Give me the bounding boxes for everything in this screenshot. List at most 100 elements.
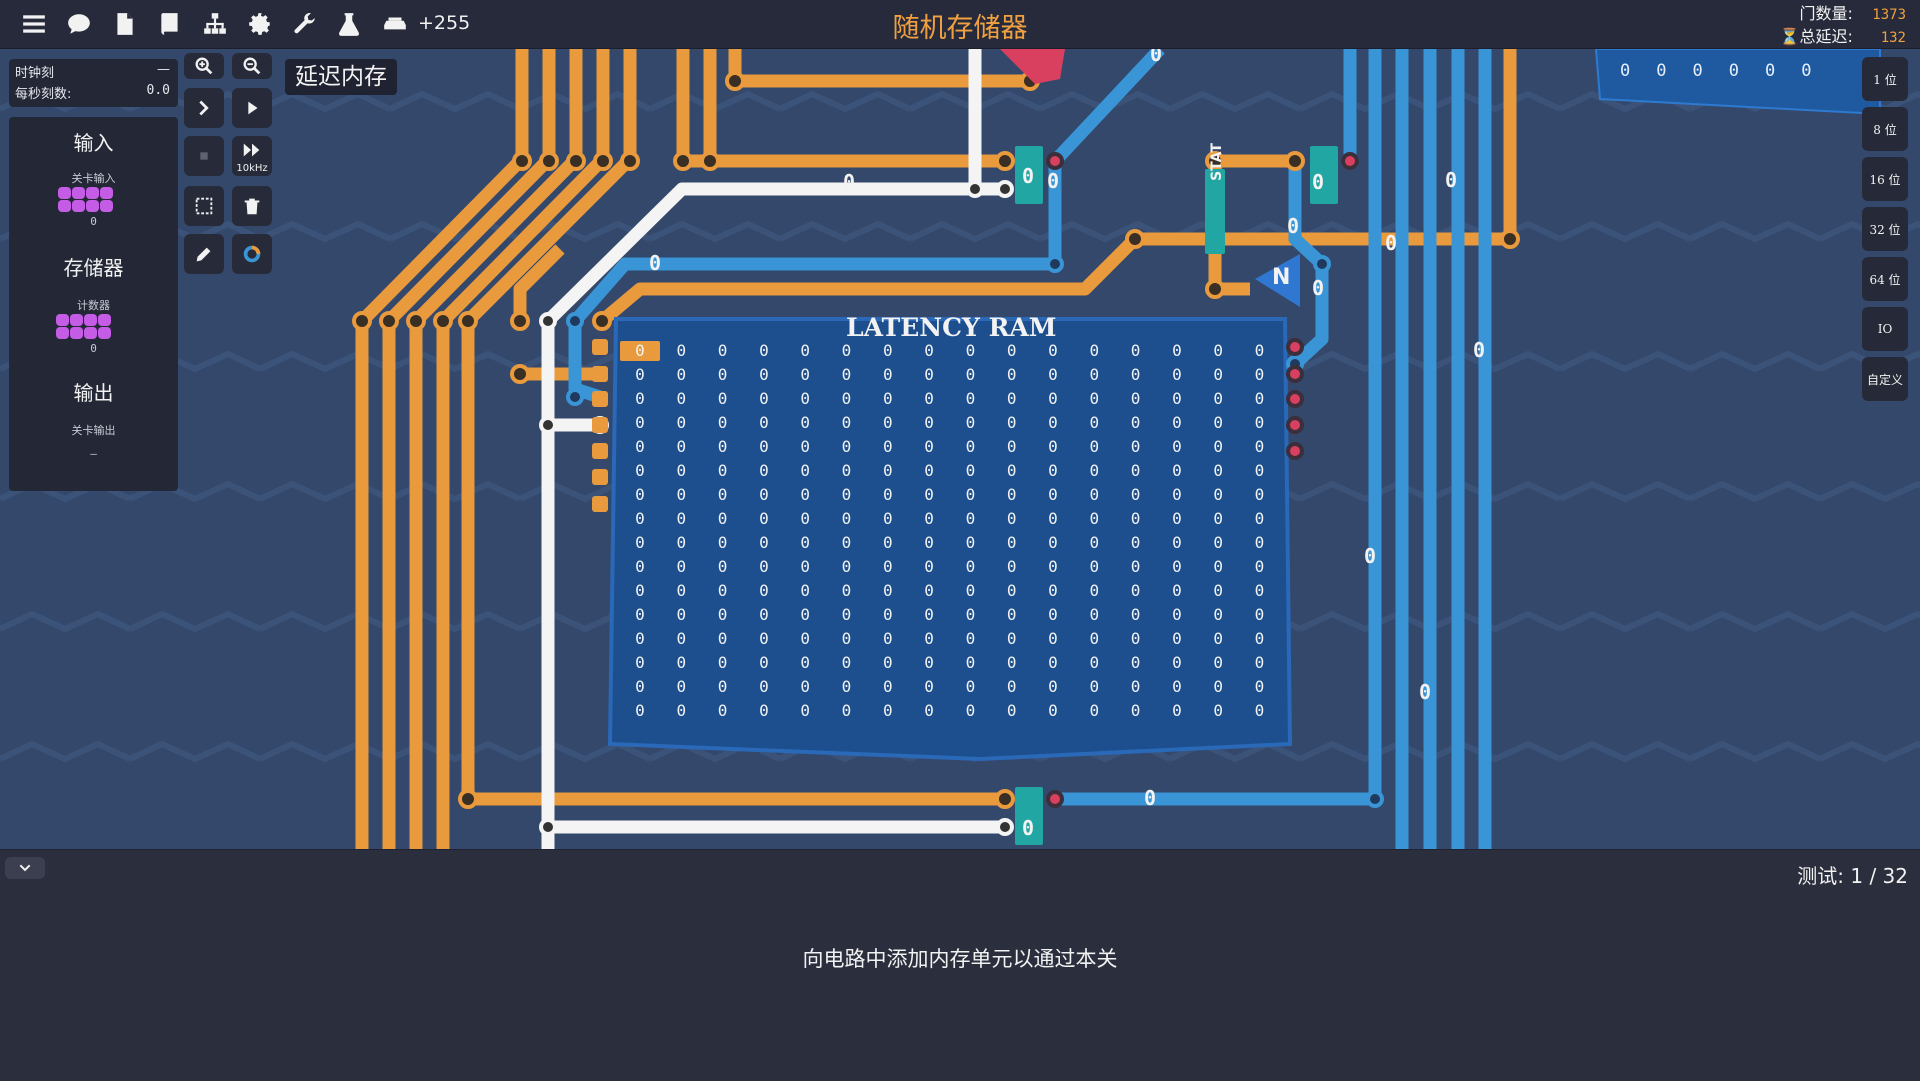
ram-cell: 0	[882, 677, 893, 696]
counter-chip[interactable]	[56, 314, 111, 339]
wire-junction	[539, 151, 559, 171]
ram-cell: 0	[676, 341, 687, 360]
wire-junction	[620, 151, 640, 171]
bit-width-button[interactable]: 自定义	[1862, 357, 1908, 401]
speed-label: 10kHz	[236, 163, 268, 174]
document-icon[interactable]	[108, 7, 142, 41]
bit-width-button[interactable]: 8 位	[1862, 107, 1908, 151]
wire-junction	[1286, 416, 1304, 434]
bit-width-button[interactable]: 1 位	[1862, 57, 1908, 101]
latency-ram-body[interactable]	[607, 317, 1293, 762]
wire-junction	[566, 312, 584, 330]
bit-width-button[interactable]: 32 位	[1862, 207, 1908, 251]
flask-icon[interactable]	[332, 7, 366, 41]
chat-icon[interactable]	[62, 7, 96, 41]
ram-cell: 0	[1130, 485, 1141, 504]
ram-cell: 0	[1048, 341, 1058, 360]
bit-width-button[interactable]: IO	[1862, 307, 1908, 351]
wire-junction	[995, 151, 1015, 171]
color-button[interactable]	[232, 234, 272, 274]
wire-junction	[1286, 365, 1304, 383]
ram-cell: 0	[965, 509, 976, 528]
ram-cell: 0	[841, 389, 852, 408]
ram-cell: 0	[1089, 509, 1100, 528]
ram-cell: 0	[759, 605, 769, 624]
scrap-icon[interactable]	[378, 7, 412, 41]
fast-forward-button[interactable]: 10kHz	[232, 136, 272, 176]
gate-components[interactable]	[1000, 49, 1338, 845]
ram-cell: 0	[1130, 557, 1141, 576]
ram-cell: 0	[841, 461, 852, 480]
wire-junction	[539, 818, 557, 836]
wire-junction	[1205, 279, 1225, 299]
ram-cell: 0	[965, 365, 976, 384]
ram-cell: 0	[882, 413, 893, 432]
ram-cell: 0	[1254, 389, 1265, 408]
pencil-icon	[196, 247, 211, 262]
bit-width-button[interactable]: 16 位	[1862, 157, 1908, 201]
ram-cell: 0	[635, 701, 645, 720]
book-icon[interactable]	[153, 7, 187, 41]
ram-cell: 0	[1213, 365, 1223, 384]
ram-cell: 0	[1048, 557, 1058, 576]
ram-cell: 0	[1048, 437, 1058, 456]
ram-cell: 0	[841, 341, 852, 360]
not-gate-label: N	[1272, 265, 1291, 290]
wire-junction	[539, 416, 557, 434]
zoom-out-button[interactable]	[232, 53, 272, 79]
wire-junction	[1046, 255, 1064, 273]
ram-cell: 0	[924, 653, 934, 672]
ram-cell: 0	[1130, 389, 1141, 408]
ram-cell: 0	[1254, 581, 1265, 600]
ram-cell: 0	[841, 413, 852, 432]
wire-junction	[510, 364, 530, 384]
wire-junction	[1500, 229, 1520, 249]
collapse-button[interactable]	[5, 857, 45, 879]
ram-cell: 0	[635, 461, 645, 480]
ram-cell: 0	[800, 629, 810, 648]
hierarchy-icon[interactable]	[198, 7, 232, 41]
zoom-in-button[interactable]	[184, 53, 224, 79]
ram-cell: 0	[1172, 509, 1182, 528]
ram-cell: 0	[1089, 629, 1100, 648]
stat-gate-label: STAT	[1209, 143, 1225, 181]
ram-cell: 0	[1048, 605, 1058, 624]
ram-input-pin	[592, 391, 608, 407]
circuit-board[interactable]: 0000000000000000STATN LATENCY RAM 000000…	[0, 49, 1920, 849]
wire-junction	[1286, 390, 1304, 408]
menu-icon[interactable]	[17, 7, 51, 41]
pencil-button[interactable]	[184, 234, 224, 274]
ram-cell: 0	[924, 677, 934, 696]
wire-value-label: 0	[1287, 214, 1300, 238]
wire-value-label: 0	[1047, 169, 1060, 193]
level-input-chip[interactable]	[58, 187, 113, 212]
ram-cell: 0	[841, 701, 852, 720]
ram-cell: 0	[1130, 677, 1141, 696]
stop-button[interactable]	[184, 136, 224, 176]
level-input-count: 0	[90, 215, 97, 228]
ram-cell: 0	[924, 413, 934, 432]
ram-cell: 0	[1048, 485, 1058, 504]
step-button[interactable]	[184, 88, 224, 128]
ram-cell: 0	[717, 677, 728, 696]
ram-cell: 0	[759, 677, 769, 696]
gear-icon[interactable]	[243, 7, 277, 41]
wrench-icon[interactable]	[288, 7, 322, 41]
ram-cell: 0	[1006, 557, 1017, 576]
ram-cell: 0	[635, 389, 645, 408]
ram-cell: 0	[882, 701, 893, 720]
ram-cell: 0	[717, 437, 728, 456]
ram-cell: 0	[717, 485, 728, 504]
ram-cell: 0	[882, 365, 893, 384]
wire-junction	[379, 311, 399, 331]
bit-width-button[interactable]: 64 位	[1862, 257, 1908, 301]
play-button[interactable]	[232, 88, 272, 128]
wire-junction	[1285, 151, 1305, 171]
ram-cell: 0	[800, 557, 810, 576]
delete-button[interactable]	[232, 186, 272, 226]
wire-junction	[406, 311, 426, 331]
ram-cell: 0	[882, 485, 893, 504]
ram-cell: 0	[1006, 509, 1017, 528]
select-button[interactable]	[184, 186, 224, 226]
ram-cell: 0	[1172, 365, 1182, 384]
